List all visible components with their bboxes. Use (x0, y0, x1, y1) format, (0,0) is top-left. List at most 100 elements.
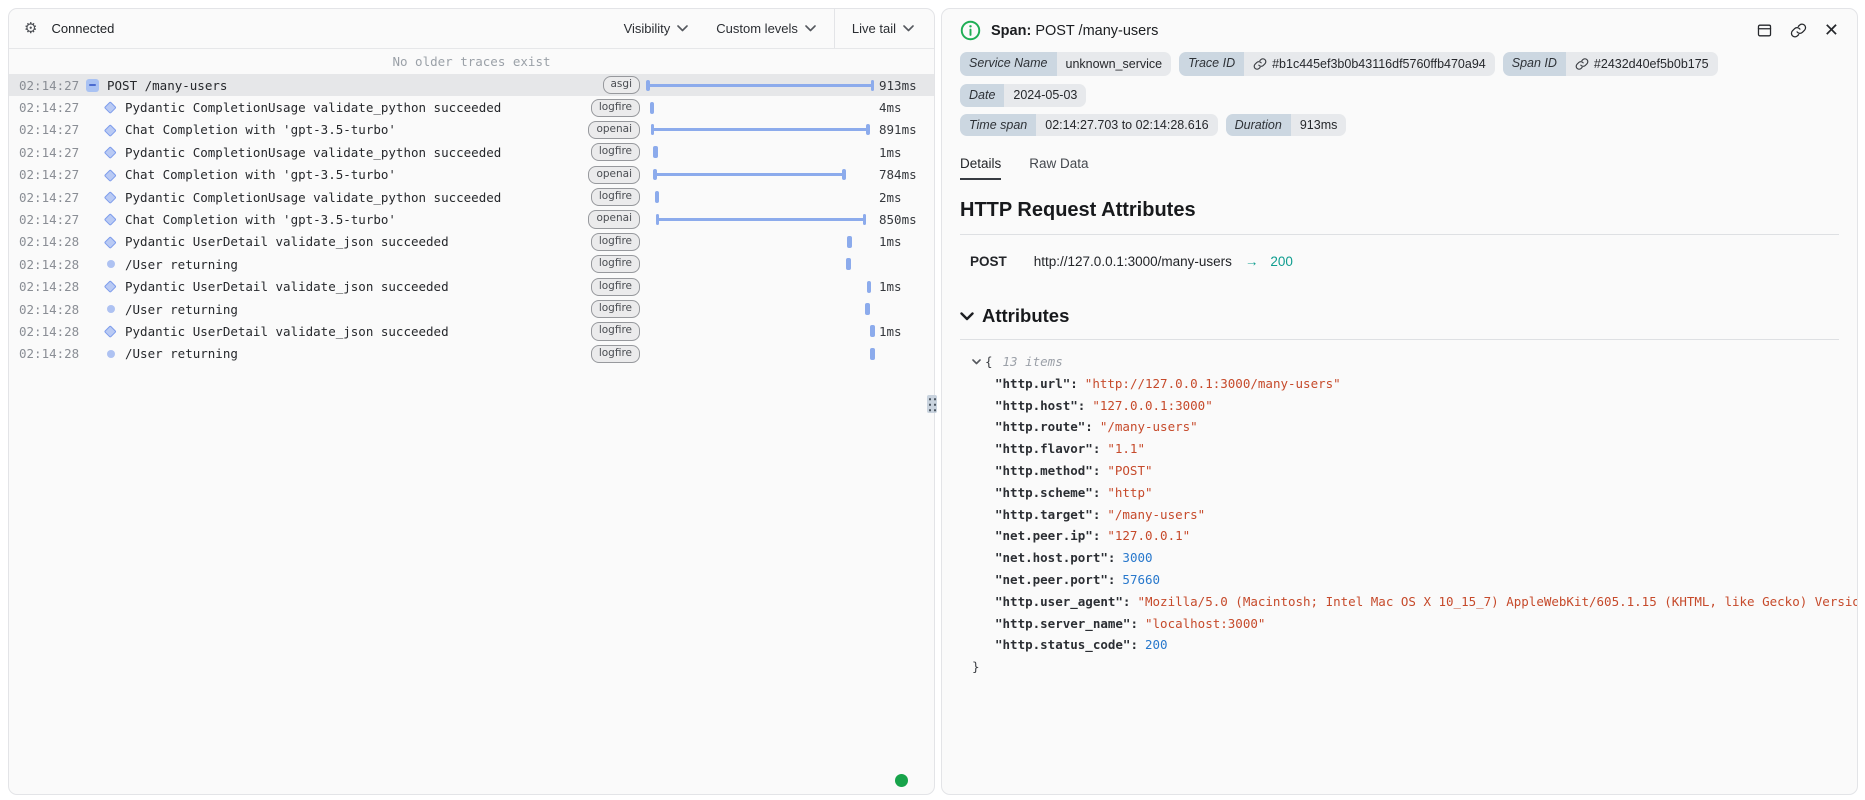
meta-badge-value-text: 02:14:27.703 to 02:14:28.616 (1045, 117, 1209, 132)
trace-tag-badge: logfire (590, 188, 640, 207)
settings-gear-icon[interactable]: ⚙ (24, 20, 38, 37)
json-entry: "net.peer.ip":"127.0.0.1" (972, 525, 1839, 547)
trace-label: Pydantic UserDetail validate_json succee… (125, 279, 449, 295)
trace-icon-slot (103, 146, 118, 159)
tab-raw-data[interactable]: Raw Data (1029, 156, 1089, 171)
copy-link-icon[interactable] (1790, 22, 1807, 39)
visibility-dropdown[interactable]: Visibility (624, 21, 689, 36)
trace-duration: 4ms (879, 100, 902, 116)
json-key: "http.scheme": (995, 484, 1101, 500)
trace-tag-badge: openai (588, 120, 640, 140)
trace-tag-badge: logfire (590, 277, 640, 296)
duration-track (646, 74, 874, 96)
meta-badge-value: 913ms (1290, 113, 1347, 136)
json-value: "Mozilla/5.0 (Macintosh; Intel Mac OS X … (1137, 593, 1858, 609)
span-title-prefix: Span: (991, 22, 1032, 39)
json-entry: "http.url": "http://127.0.0.1:3000/many-u… (972, 373, 1839, 395)
trace-label: /User returning (125, 301, 238, 317)
trace-duration: 1ms (879, 323, 902, 339)
trace-timestamp: 02:14:28 (19, 234, 80, 250)
detail-tabs: Details Raw Data (960, 156, 1839, 180)
trace-tag-badge: logfire (590, 232, 640, 251)
json-root-toggle[interactable]: { 13 items (972, 351, 1839, 373)
meta-badge-label: Trace ID (1179, 52, 1245, 76)
connection-status: Connected (51, 21, 115, 36)
json-value: 57660 (1122, 571, 1161, 587)
meta-badge-label: Duration (1225, 113, 1291, 136)
span-diamond-icon (104, 280, 117, 293)
chevron-down-icon (903, 25, 914, 32)
trace-icon-slot (103, 123, 118, 136)
duration-track (647, 96, 873, 118)
panel-resize-handle[interactable] (925, 393, 939, 415)
json-value: "1.1" (1107, 441, 1145, 457)
trace-timestamp: 02:14:27 (19, 189, 80, 205)
trace-tag-badge: asgi (602, 76, 640, 95)
log-dot-icon (106, 349, 115, 358)
attributes-section-toggle[interactable]: Attributes (960, 305, 1839, 340)
tab-details[interactable]: Details (960, 156, 1002, 180)
meta-badge-value-text: 2024-05-03 (1013, 88, 1078, 102)
json-value: "http://127.0.0.1:3000/many-users" (1084, 375, 1341, 391)
span-diamond-icon (104, 235, 117, 248)
trace-tag-badge: logfire (590, 143, 640, 162)
chevron-down-icon (960, 311, 974, 320)
split-view-icon[interactable] (1756, 22, 1773, 39)
json-value: "/many-users" (1107, 506, 1206, 522)
http-url: http://127.0.0.1:3000/many-users (1033, 254, 1232, 269)
meta-badge-label: Service Name (960, 52, 1057, 76)
visibility-dropdown-label: Visibility (623, 21, 671, 36)
json-key: "http.url": (995, 375, 1078, 391)
trace-duration: 1ms (879, 234, 902, 250)
json-entry: "http.host":"127.0.0.1:3000" (972, 395, 1839, 417)
duration-bar (655, 214, 867, 226)
span-title-value: POST /many-users (1035, 22, 1159, 39)
json-entry: "http.method":"POST" (972, 460, 1839, 482)
duration-tick (847, 235, 852, 248)
chevron-down-icon (677, 25, 689, 32)
collapse-toggle-icon[interactable] (86, 78, 99, 92)
trace-icon-slot (103, 260, 118, 269)
json-open-brace: { (985, 354, 993, 369)
json-key: "http.user_agent": (995, 593, 1131, 609)
http-status-code: 200 (1270, 254, 1293, 269)
meta-badge-value-text: #b1c445ef3b0b43116df5760ffb470a94 (1272, 56, 1486, 71)
json-key: "http.method": (995, 462, 1101, 478)
link-icon (1253, 58, 1267, 70)
span-diamond-icon (104, 123, 117, 136)
http-method: POST (970, 254, 1007, 269)
trace-label: Pydantic CompletionUsage validate_python… (125, 100, 502, 116)
meta-badge-value[interactable]: #2432d40ef5b0b175 (1565, 52, 1718, 76)
custom-levels-dropdown[interactable]: Custom levels (716, 21, 816, 36)
trace-icon-slot (103, 191, 118, 204)
meta-badge-value[interactable]: #b1c445ef3b0b43116df5760ffb470a94 (1244, 52, 1495, 76)
duration-track (647, 141, 873, 163)
live-tail-dropdown[interactable]: Live tail (852, 21, 914, 36)
trace-label: /User returning (125, 256, 238, 272)
close-icon[interactable]: ✕ (1823, 19, 1839, 41)
duration-bar (653, 169, 846, 181)
json-value: "127.0.0.1:3000" (1092, 397, 1213, 413)
json-key: "http.route": (995, 419, 1093, 435)
trace-label: Chat Completion with 'gpt-3.5-turbo' (125, 167, 396, 183)
json-entry: "net.host.port":3000 (972, 547, 1839, 569)
meta-badge-span-id: Span ID#2432d40ef5b0b175 (1502, 52, 1718, 76)
trace-timestamp: 02:14:28 (19, 346, 80, 362)
trace-tag-badge: logfire (590, 300, 640, 319)
